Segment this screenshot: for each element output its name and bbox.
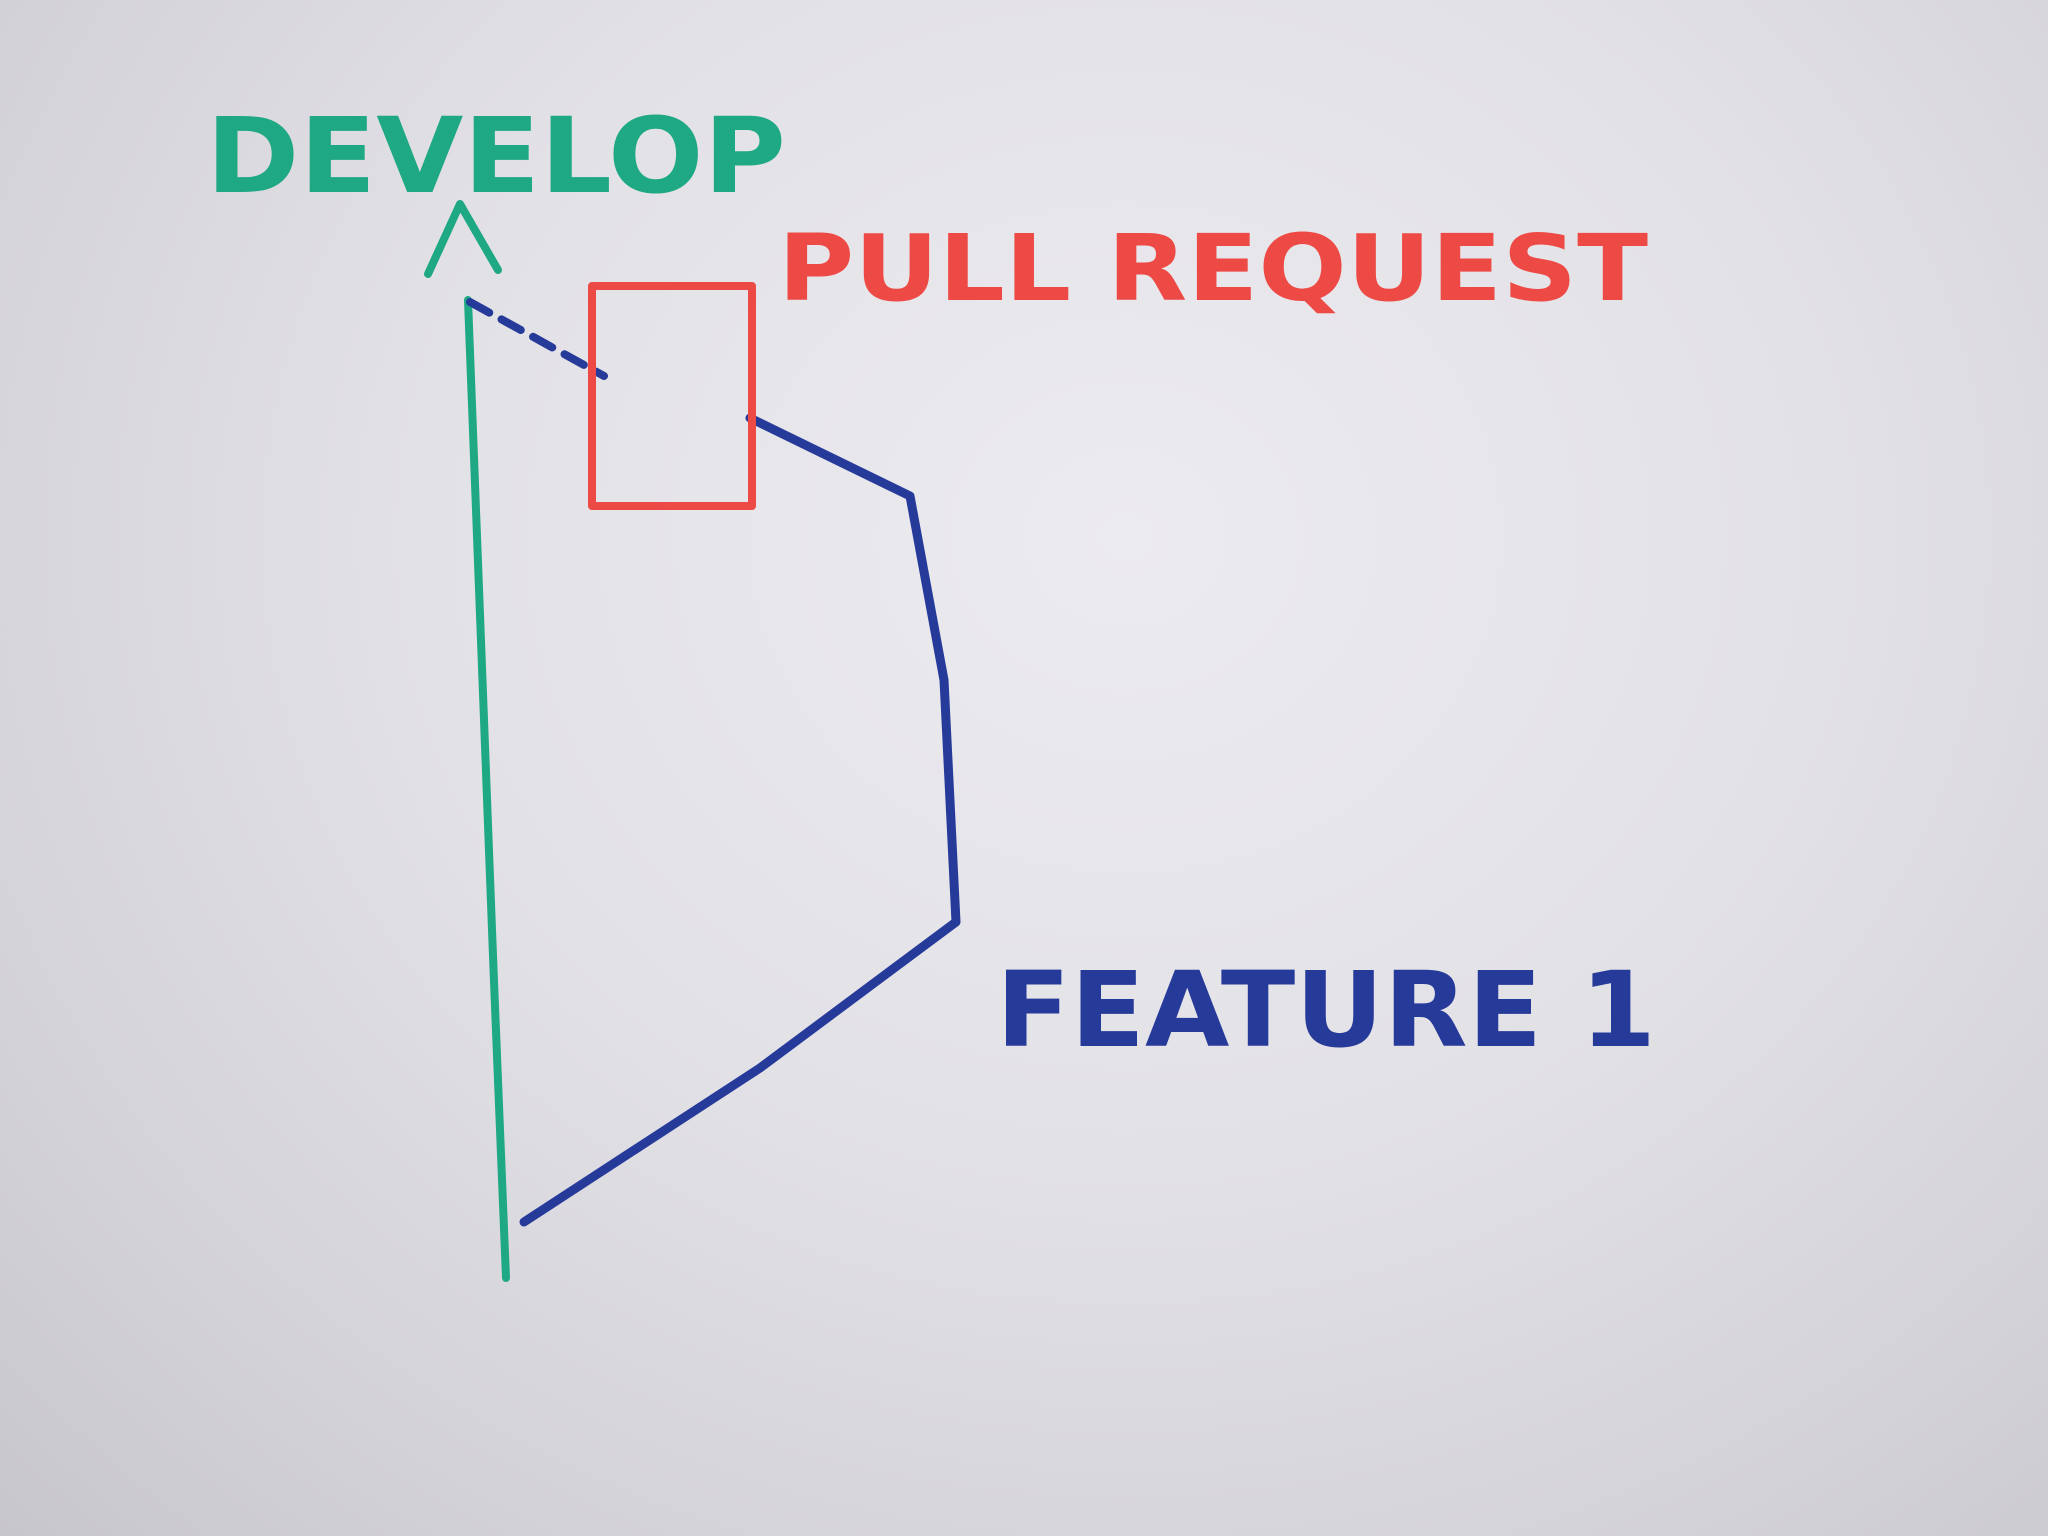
develop-arrow-icon [424, 200, 502, 278]
pull-request-label: PULL REQUEST [778, 215, 1648, 322]
develop-branch-line [464, 296, 510, 1282]
develop-label: DEVELOP [206, 95, 786, 217]
pull-request-box [588, 282, 756, 510]
develop-branch [424, 200, 510, 1282]
feature-branch-line [519, 413, 961, 1227]
merge-dashed-line [466, 298, 608, 380]
feature-branch [466, 298, 961, 1227]
feature-label: FEATURE 1 [996, 949, 1656, 1071]
